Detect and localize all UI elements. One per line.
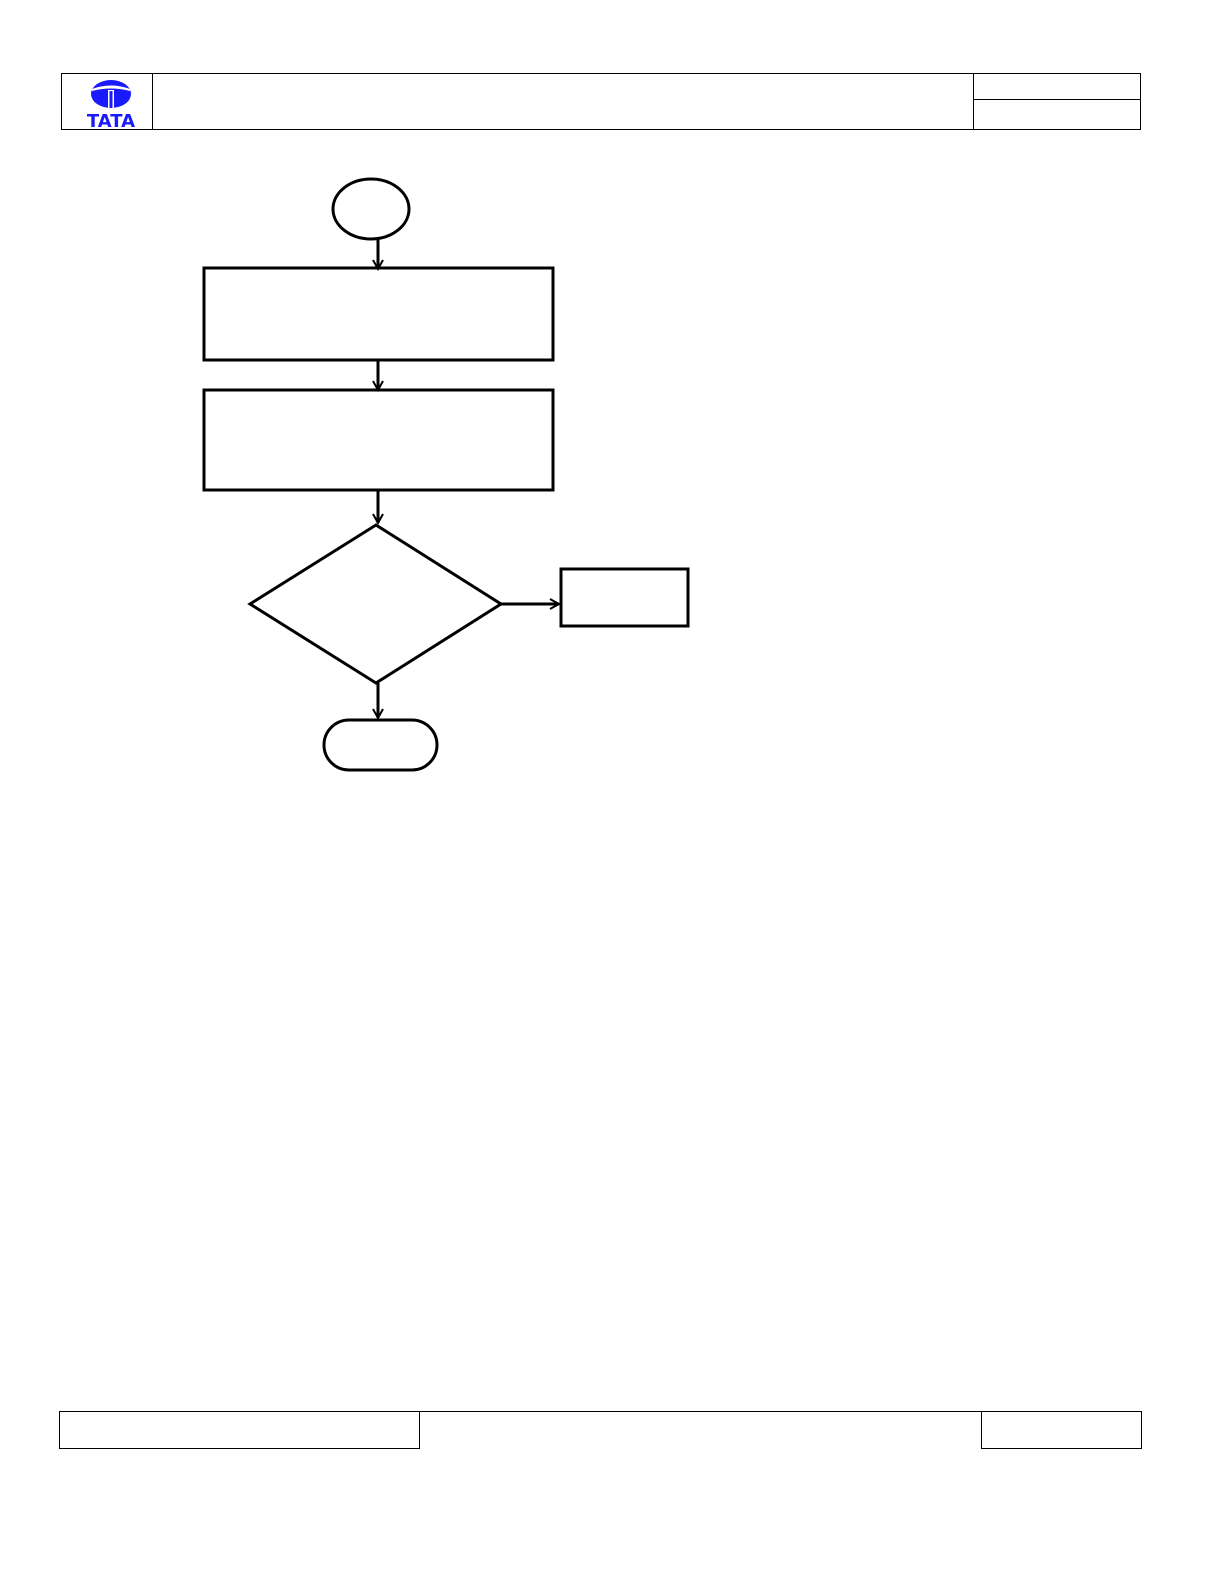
document-header: TATA	[61, 73, 1141, 130]
header-meta-cell-top	[974, 74, 1140, 100]
header-title-cell	[153, 74, 974, 129]
tata-logo: TATA	[87, 80, 135, 128]
footer-divider-line	[420, 1411, 981, 1412]
tata-wordmark: TATA	[87, 111, 135, 128]
flow-side-box	[559, 567, 690, 628]
flow-start-node	[331, 177, 411, 241]
footer-left-cell	[59, 1411, 420, 1449]
header-logo-cell: TATA	[62, 74, 153, 129]
flowchart	[202, 177, 690, 772]
footer-right-cell	[981, 1411, 1142, 1449]
flow-process-box-1	[202, 266, 555, 362]
flow-process-box-2	[202, 388, 555, 492]
flow-end-node	[322, 718, 439, 772]
flow-decision-diamond	[247, 523, 504, 685]
tata-emblem-icon	[91, 80, 131, 109]
